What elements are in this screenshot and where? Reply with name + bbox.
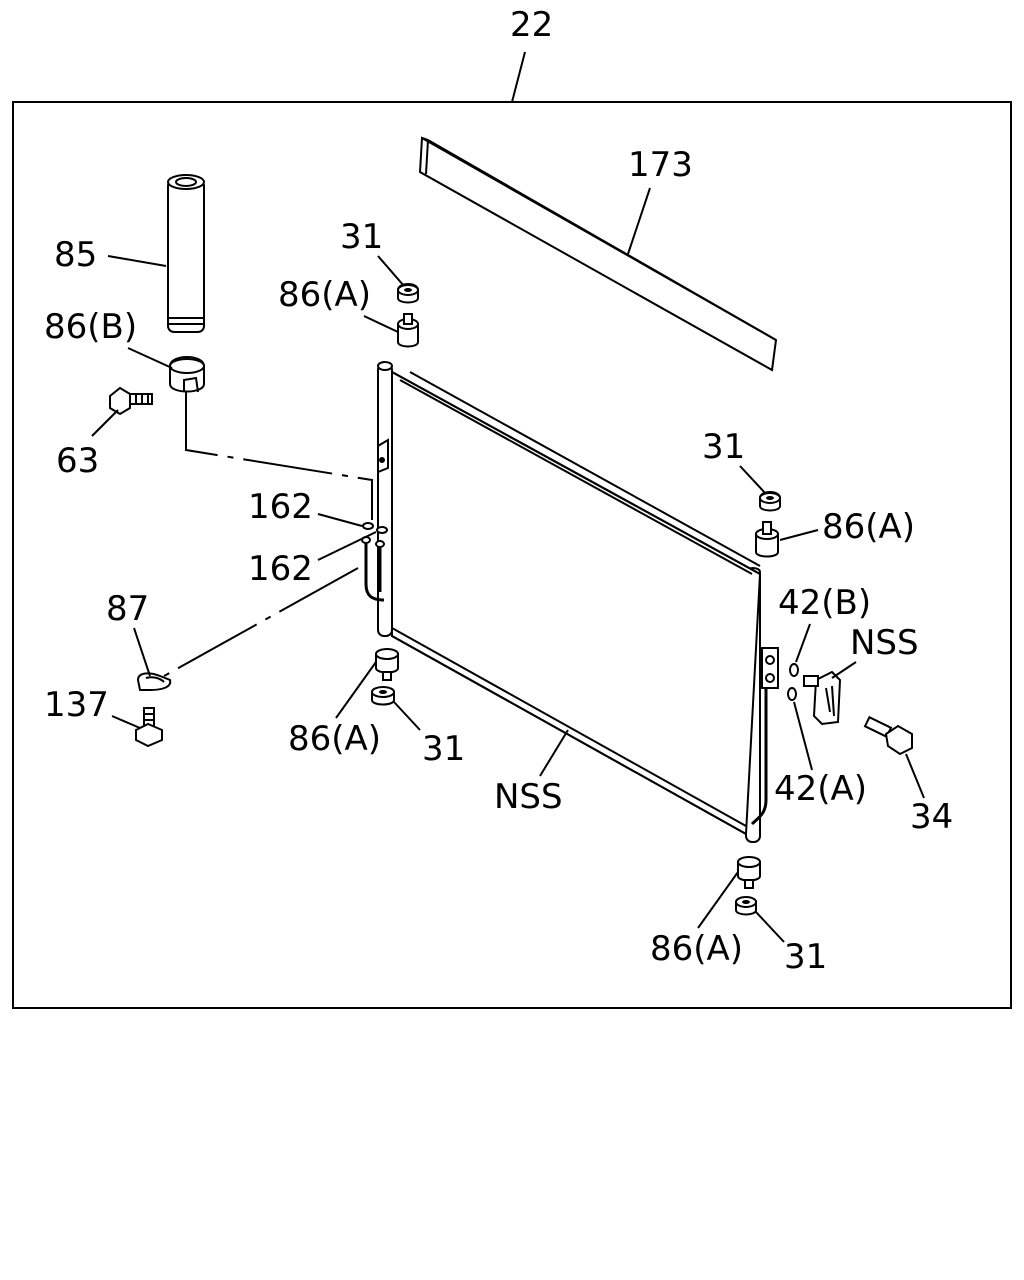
- insulator-86a-bottom: [737, 856, 761, 889]
- callout-31-top: 31: [340, 217, 383, 257]
- callout-162-b: 162: [248, 549, 313, 589]
- leader-31-left-bottom: [393, 701, 421, 731]
- pipe-bracket-87: [136, 672, 172, 691]
- callout-63: 63: [56, 441, 99, 481]
- leader-162-b: [317, 531, 377, 561]
- callout-nss-bracket: NSS: [850, 623, 919, 663]
- callout-31-right: 31: [702, 427, 745, 467]
- o-ring-42a: [787, 687, 797, 701]
- callout-31-bottom: 31: [784, 937, 827, 977]
- o-ring-42b: [789, 663, 799, 677]
- leader-173: [627, 187, 651, 255]
- leader-87: [133, 627, 151, 677]
- callout-34: 34: [910, 797, 953, 837]
- leader-86a-right: [779, 529, 819, 541]
- callout-86a-right: 86(A): [822, 507, 915, 547]
- callout-42b: 42(B): [778, 583, 871, 623]
- assembly-line-bracket: [185, 392, 373, 520]
- leader-86a-left-bottom: [335, 661, 377, 719]
- leader-137: [111, 715, 141, 729]
- seal-strip-173: [418, 136, 778, 372]
- receiver-dryer-85: [167, 174, 205, 333]
- rubber-mount-31-bottom: [735, 896, 757, 916]
- rubber-mount-31-left-bottom: [371, 686, 395, 706]
- callout-173: 173: [628, 145, 693, 185]
- callout-86a-top: 86(A): [278, 275, 371, 315]
- diagram-frame: [12, 101, 1012, 1009]
- rubber-mount-31-top: [397, 283, 419, 304]
- bolt-137: [135, 707, 163, 748]
- leader-nss-condenser: [539, 729, 569, 777]
- leader-42b: [795, 623, 811, 663]
- leader-31-bottom: [755, 911, 785, 943]
- leader-86a-bottom: [697, 871, 739, 929]
- insulator-86a-top: [397, 313, 419, 348]
- insulator-86a-right: [755, 521, 779, 558]
- callout-137: 137: [44, 685, 109, 725]
- callout-nss-condenser: NSS: [494, 777, 563, 817]
- callout-42a: 42(A): [774, 769, 867, 809]
- rubber-mount-31-right: [759, 491, 781, 512]
- leader-85: [107, 255, 167, 267]
- leader-86b: [127, 347, 173, 369]
- assembly-line-pipe: [163, 567, 359, 677]
- leader-31-right: [739, 465, 767, 495]
- leader-42a: [793, 701, 813, 771]
- o-ring-162-a: [362, 522, 374, 530]
- leader-162-a: [317, 513, 363, 527]
- callout-86b: 86(B): [44, 307, 137, 347]
- receiver-bracket-86b: [169, 356, 205, 393]
- o-ring-162-b: [376, 526, 388, 534]
- leader-86a-top: [363, 315, 399, 333]
- leader-31-top: [377, 255, 405, 287]
- assembly-number-label: 22: [510, 5, 553, 45]
- condenser-core: [361, 361, 779, 843]
- callout-31-left-bottom: 31: [422, 729, 465, 769]
- callout-87: 87: [106, 589, 149, 629]
- callout-86a-bottom: 86(A): [650, 929, 743, 969]
- leader-63: [91, 409, 119, 437]
- callout-86a-left-bottom: 86(A): [288, 719, 381, 759]
- pipe-flange-nss: [803, 670, 842, 726]
- callout-162-a: 162: [248, 487, 313, 527]
- leader-nss-bracket: [831, 661, 857, 679]
- bolt-63: [109, 386, 153, 416]
- leader-34: [905, 753, 925, 799]
- insulator-86a-left-bottom: [375, 648, 399, 681]
- bolt-34: [863, 715, 913, 756]
- callout-85: 85: [54, 235, 97, 275]
- assembly-leader-line: [511, 51, 526, 103]
